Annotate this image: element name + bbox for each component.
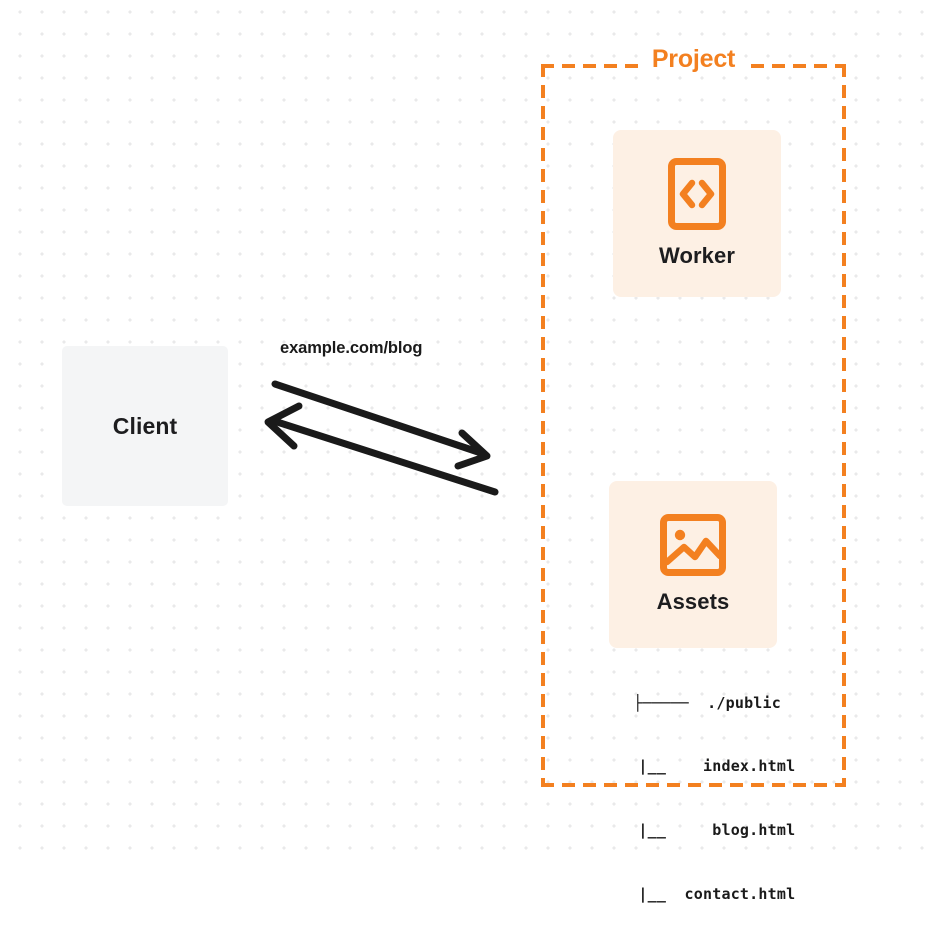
- project-group: Project: [541, 45, 846, 787]
- worker-node[interactable]: Worker: [613, 130, 781, 297]
- response-arrow: [264, 402, 499, 496]
- project-title: Project: [642, 45, 745, 74]
- tree-line-index-html: |__ index.html: [583, 757, 796, 776]
- request-arrow: [271, 380, 491, 470]
- project-border-right: [842, 64, 846, 787]
- diagram-canvas: Client example.com/blog Project Worker: [0, 0, 938, 903]
- tree-line-blog-html: |__ blog.html: [583, 821, 796, 840]
- client-node[interactable]: Client: [62, 346, 228, 506]
- assets-label: Assets: [656, 589, 730, 614]
- assets-node[interactable]: Assets: [609, 481, 777, 648]
- project-border-bottom: [541, 783, 846, 787]
- worker-label: Worker: [659, 243, 735, 268]
- project-border-left: [541, 64, 545, 787]
- tree-line-public: ├───── ./public: [633, 693, 781, 712]
- client-label: Client: [112, 412, 178, 439]
- assets-file-tree: ├───── ./public |__ index.html |__ blog.…: [583, 650, 796, 948]
- tree-line-contact-html: |__ contact.html: [583, 885, 796, 904]
- connection-label: example.com/blog: [280, 339, 423, 357]
- image-icon: [660, 514, 726, 576]
- code-brackets-icon: [668, 158, 726, 230]
